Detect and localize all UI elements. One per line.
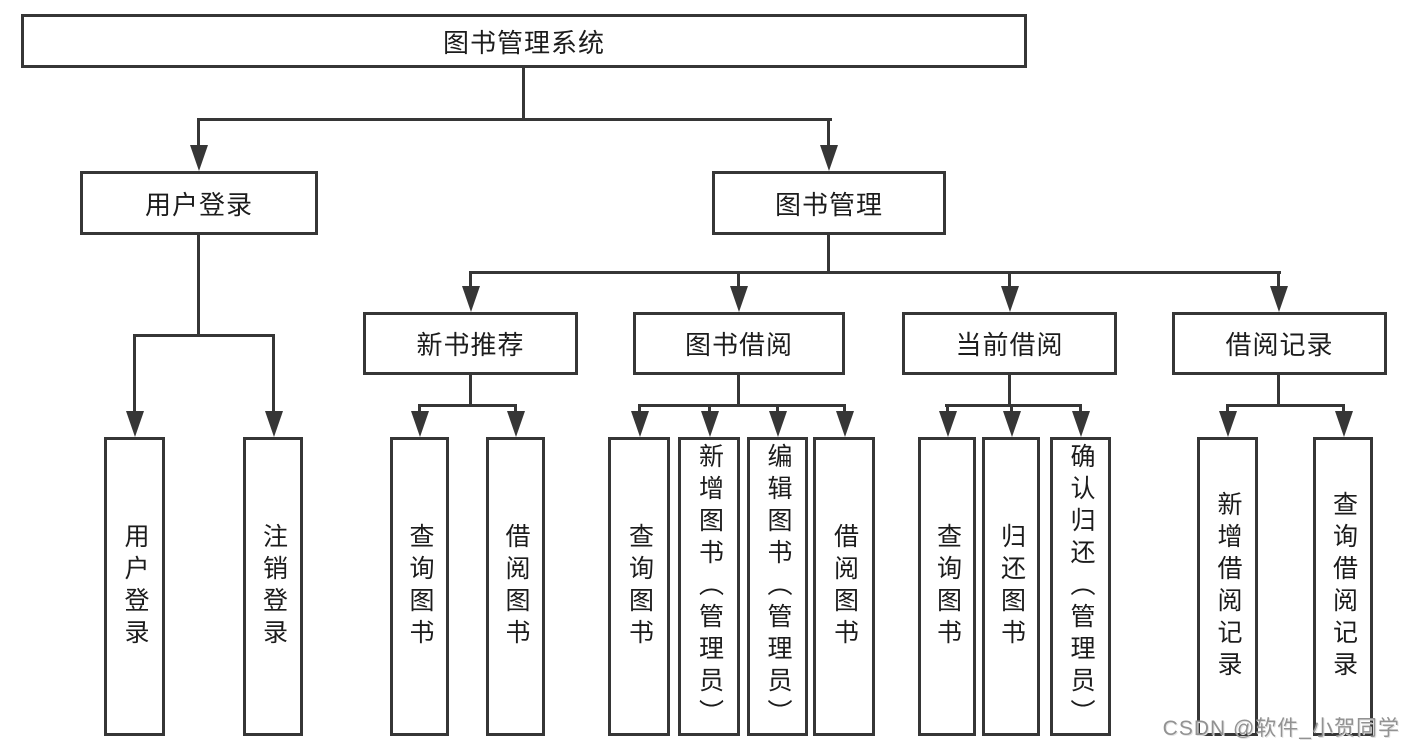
arrow-to-user-login bbox=[197, 118, 200, 145]
leaf-bb-edit-books-admin: 编辑图书（管理员） bbox=[747, 437, 808, 736]
connector-br-split bbox=[1226, 404, 1344, 407]
leaf-br-add-record-label: 新增借阅记录 bbox=[1214, 490, 1242, 683]
arrow-to-nb-borrow-books bbox=[514, 404, 517, 411]
connector-bb-split bbox=[638, 404, 846, 407]
node-borrowing-records: 借阅记录 bbox=[1172, 312, 1387, 375]
leaf-br-query-record: 查询借阅记录 bbox=[1313, 437, 1373, 736]
watermark-text: CSDN @软件_小贺同学 bbox=[1162, 717, 1400, 740]
leaf-bb-query-books-label: 查询图书 bbox=[625, 522, 654, 651]
leaf-bb-query-books: 查询图书 bbox=[608, 437, 670, 736]
leaf-cb-confirm-return-admin-label: 确认归还（管理员） bbox=[1067, 442, 1095, 731]
connector-cb-split bbox=[945, 404, 1082, 407]
arrow-to-br-query-record bbox=[1342, 404, 1345, 411]
arrow-to-borrowing-records bbox=[1277, 271, 1280, 286]
leaf-bb-edit-books-admin-label: 编辑图书（管理员） bbox=[764, 442, 792, 731]
leaf-cb-return-books-label: 归还图书 bbox=[997, 522, 1026, 651]
leaf-nb-borrow-books-label: 借阅图书 bbox=[502, 522, 530, 651]
arrow-to-nb-query-books bbox=[418, 404, 421, 411]
leaf-logout-login-label: 注销登录 bbox=[259, 522, 288, 651]
leaf-bb-add-books-admin-label: 新增图书（管理员） bbox=[695, 442, 724, 731]
leaf-user-login-label: 用户登录 bbox=[121, 522, 149, 651]
connector-book-mgmt-split bbox=[469, 271, 1281, 274]
arrow-to-leaf-logout bbox=[272, 334, 275, 411]
leaf-br-query-record-label: 查询借阅记录 bbox=[1329, 490, 1358, 683]
connector-nb-stem bbox=[469, 375, 472, 404]
leaf-br-add-record: 新增借阅记录 bbox=[1197, 437, 1258, 736]
leaf-bb-borrow-books-label: 借阅图书 bbox=[830, 522, 859, 651]
leaf-cb-query-books: 查询图书 bbox=[918, 437, 976, 736]
node-book-borrowing: 图书借阅 bbox=[633, 312, 845, 375]
arrow-to-book-borrowing bbox=[737, 271, 740, 286]
connector-bb-stem bbox=[737, 375, 740, 404]
connector-nb-split bbox=[418, 404, 517, 407]
arrow-to-cb-query-books bbox=[946, 404, 949, 411]
arrow-to-leaf-user-login bbox=[133, 334, 136, 411]
connector-root-split bbox=[198, 118, 832, 121]
connector-root-stem bbox=[522, 68, 525, 118]
arrow-to-br-add-record bbox=[1226, 404, 1229, 411]
arrow-to-bb-borrow-books bbox=[843, 404, 846, 411]
connector-cb-stem bbox=[1008, 375, 1011, 404]
arrow-to-current-borrowing bbox=[1008, 271, 1011, 286]
connector-user-login-split bbox=[133, 334, 274, 337]
node-book-management: 图书管理 bbox=[712, 171, 946, 235]
connector-br-stem bbox=[1277, 375, 1280, 404]
arrow-to-bb-add-books bbox=[708, 404, 711, 411]
node-library-management-system: 图书管理系统 bbox=[21, 14, 1027, 68]
leaf-cb-confirm-return-admin: 确认归还（管理员） bbox=[1050, 437, 1111, 736]
arrow-to-bb-query-books bbox=[638, 404, 641, 411]
leaf-nb-query-books: 查询图书 bbox=[390, 437, 449, 736]
node-current-borrowing: 当前借阅 bbox=[902, 312, 1117, 375]
arrow-to-bb-edit-books bbox=[776, 404, 779, 411]
node-new-book-recommend: 新书推荐 bbox=[363, 312, 578, 375]
arrow-to-new-book-recommend bbox=[469, 271, 472, 286]
arrow-to-cb-return-books bbox=[1010, 404, 1013, 411]
leaf-cb-query-books-label: 查询图书 bbox=[933, 522, 962, 651]
leaf-nb-query-books-label: 查询图书 bbox=[406, 522, 434, 651]
leaf-user-login: 用户登录 bbox=[104, 437, 165, 736]
leaf-bb-add-books-admin: 新增图书（管理员） bbox=[678, 437, 740, 736]
arrow-to-book-management bbox=[827, 118, 830, 145]
node-user-login: 用户登录 bbox=[80, 171, 318, 235]
leaf-logout-login: 注销登录 bbox=[243, 437, 303, 736]
connector-book-mgmt-stem bbox=[827, 235, 830, 271]
leaf-nb-borrow-books: 借阅图书 bbox=[486, 437, 545, 736]
connector-user-login-stem bbox=[197, 235, 200, 334]
leaf-cb-return-books: 归还图书 bbox=[982, 437, 1040, 736]
arrow-to-cb-confirm-return bbox=[1079, 404, 1082, 411]
leaf-bb-borrow-books: 借阅图书 bbox=[813, 437, 875, 736]
